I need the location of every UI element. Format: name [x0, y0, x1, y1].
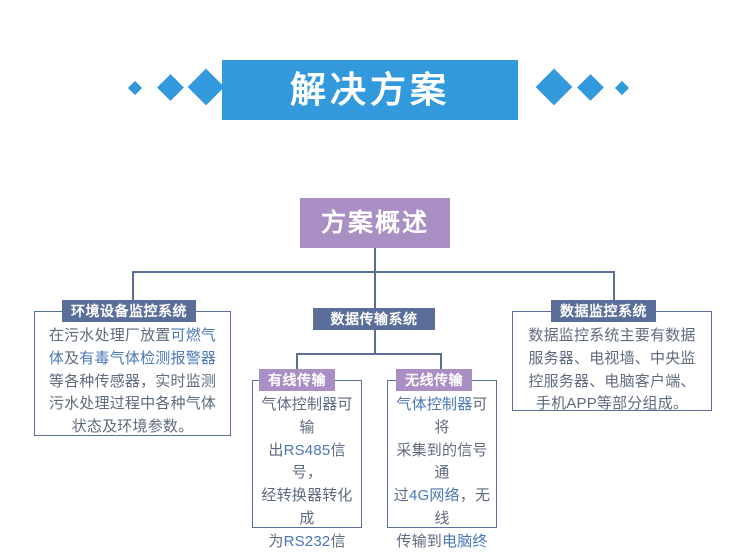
body-text: 数据监控系统主要有数据: [528, 327, 696, 344]
body-text: 在污水处理厂放置: [48, 327, 171, 344]
body-line: 传输到电脑终端: [389, 531, 495, 555]
body-line: 为RS232信号，: [254, 531, 360, 555]
connector-drop-wired: [296, 353, 298, 380]
node-body-wired-transmission: 气体控制器可输出RS485信号，经转换器转化成为RS232信号，传输到电脑终端或…: [254, 394, 360, 555]
body-text: 过: [393, 487, 409, 505]
node-header-label: 数据传输系统: [330, 311, 418, 327]
body-text-highlight: 有毒气体检测报警器: [79, 349, 217, 367]
decor-diamond-right-small: [614, 80, 630, 96]
body-line: 服务器、电视墙、中央监: [516, 348, 708, 371]
page-title: 解决方案: [289, 69, 450, 110]
decor-diamond-left-large: [187, 68, 225, 106]
body-line: 出RS485信号，: [254, 440, 360, 486]
connector-drop-env-monitor: [132, 271, 134, 311]
body-text: 气体控制器可输: [261, 396, 353, 436]
body-text: 信号，: [291, 441, 346, 482]
node-body-data-monitor: 数据监控系统主要有数据服务器、电视墙、中央监控服务器、电脑客户端、手机APP等部…: [516, 325, 708, 416]
body-line: 等各种传感器，实时监测: [38, 371, 227, 394]
node-header-wired-transmission: 有线传输: [259, 369, 335, 391]
body-text: 状态及环境参数。: [71, 418, 194, 436]
node-env-monitor: [34, 311, 231, 436]
body-line: 手机APP等部分组成。: [516, 393, 708, 416]
body-text-highlight: RS232: [283, 532, 331, 550]
connector-drop-data-monitor: [613, 271, 615, 311]
root-node-overview: 方案概述: [300, 198, 450, 248]
node-header-env-monitor: 环境设备监控系统: [62, 300, 196, 322]
body-line: 状态及环境参数。: [38, 416, 227, 439]
page-title-bar: 解决方案: [222, 60, 518, 120]
body-text: 传输到: [396, 532, 442, 550]
node-header-label: 有线传输: [268, 372, 326, 388]
connector-level2-bus: [296, 353, 442, 355]
body-text: 为: [268, 532, 284, 550]
node-header-label: 无线传输: [405, 372, 463, 388]
body-line: 数据监控系统主要有数据: [516, 325, 708, 348]
body-line: 在污水处理厂放置可燃气: [38, 325, 227, 348]
body-text: 污水处理过程中各种气体: [48, 395, 217, 413]
node-header-data-monitor: 数据监控系统: [551, 300, 656, 322]
body-line: 体及有毒气体检测报警器: [38, 348, 227, 371]
decor-diamond-right-medium: [577, 74, 604, 101]
body-text-highlight: 可燃气: [170, 327, 217, 344]
connector-root-stem: [374, 248, 376, 272]
body-text: 出: [268, 441, 284, 459]
node-header-data-transmission: 数据传输系统: [313, 308, 435, 330]
body-line: 采集到的信号通: [389, 440, 495, 486]
decor-diamond-right-large: [535, 68, 573, 106]
node-header-wireless-transmission: 无线传输: [396, 369, 472, 391]
body-text: 采集到的信号通: [396, 441, 488, 482]
body-text: ，无线: [434, 487, 491, 527]
connector-level1-bus: [132, 271, 615, 273]
connector-drop-data-transmission: [374, 271, 376, 311]
body-line: 污水处理过程中各种气体: [38, 393, 227, 416]
body-line: 控服务器、电脑客户端、: [516, 371, 708, 394]
body-text: 信号，: [330, 532, 346, 550]
node-data-monitor: [512, 311, 712, 411]
body-line: 经转换器转化成: [254, 485, 360, 531]
body-line: 气体控制器可输: [254, 394, 360, 440]
body-line: 过4G网络，无线: [389, 485, 495, 531]
connector-drop-wireless: [440, 353, 442, 380]
node-body-env-monitor: 在污水处理厂放置可燃气体及有毒气体检测报警器等各种传感器，实时监测污水处理过程中…: [38, 325, 227, 439]
body-text: 手机APP等部分组成。: [535, 395, 689, 413]
body-line: 气体控制器可将: [389, 394, 495, 440]
connector-transmission-stem: [374, 330, 376, 354]
body-text: 可将: [434, 396, 488, 436]
body-text: 经转换器转化成: [261, 487, 353, 527]
body-text-highlight: 4G网络: [408, 487, 460, 505]
node-header-label: 数据监控系统: [560, 303, 647, 319]
body-text-highlight: 气体控制器: [396, 396, 473, 413]
body-text-highlight: RS485: [283, 441, 331, 459]
body-text: 及: [64, 349, 80, 367]
body-text: 控服务器、电脑客户端、: [528, 372, 696, 390]
body-text-highlight: 电脑终端: [442, 532, 488, 550]
body-text-highlight: 体: [48, 349, 65, 367]
body-text: 等各种传感器，实时监测: [48, 372, 217, 390]
root-node-label: 方案概述: [320, 208, 429, 237]
decor-diamond-left-medium: [157, 74, 184, 101]
node-header-label: 环境设备监控系统: [71, 303, 187, 319]
body-text: 服务器、电视墙、中央监: [528, 349, 696, 367]
decor-diamond-left-small: [127, 80, 143, 96]
